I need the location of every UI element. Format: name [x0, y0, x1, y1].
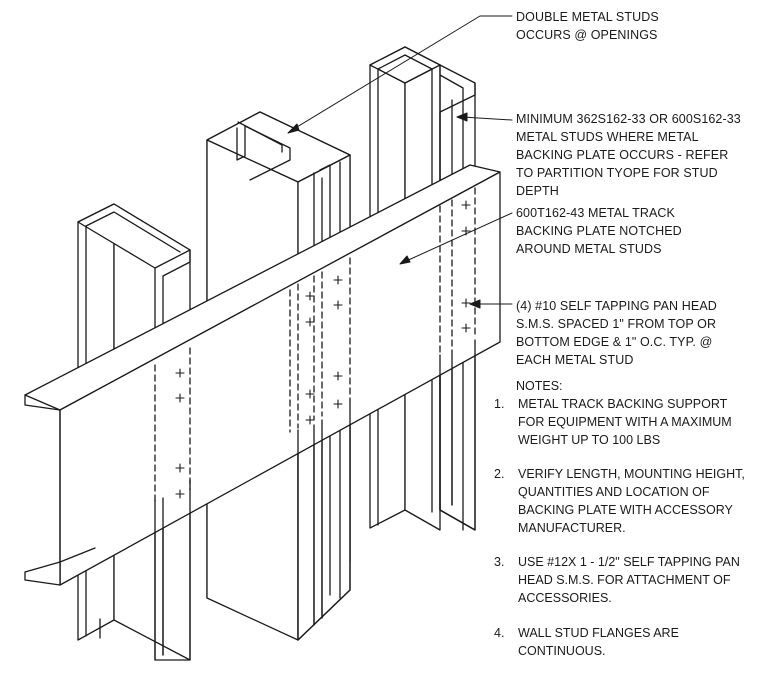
note-number: 2.: [494, 467, 505, 481]
metal-track-backing-plate: [24, 164, 501, 586]
note-number: 1.: [494, 397, 505, 411]
hidden-stud-lines: [154, 187, 476, 506]
note-number: 3.: [494, 555, 505, 569]
stud-flanges-below-plate: [154, 339, 476, 661]
note-number: 4.: [494, 626, 505, 640]
note-text: METAL TRACK BACKING SUPPORT FOR EQUIPMEN…: [518, 397, 732, 447]
screw-marks: [175, 200, 471, 499]
note-text: WALL STUD FLANGES ARE CONTINUOUS.: [518, 626, 679, 658]
notes-title: NOTES:: [516, 379, 563, 393]
note-text: VERIFY LENGTH, MOUNTING HEIGHT, QUANTITI…: [518, 467, 745, 535]
callout-metal-track: 600T162-43 METAL TRACK BACKING PLATE NOT…: [516, 206, 682, 256]
callout-minimum-studs: MINIMUM 362S162-33 OR 600S162-33 METAL S…: [516, 112, 741, 198]
callout-double-studs: DOUBLE METAL STUDS OCCURS @ OPENINGS: [516, 10, 659, 42]
callout-screws: (4) #10 SELF TAPPING PAN HEAD S.M.S. SPA…: [516, 299, 717, 367]
leader-lines: [287, 15, 513, 309]
note-text: USE #12X 1 - 1/2" SELF TAPPING PAN HEAD …: [518, 555, 740, 605]
